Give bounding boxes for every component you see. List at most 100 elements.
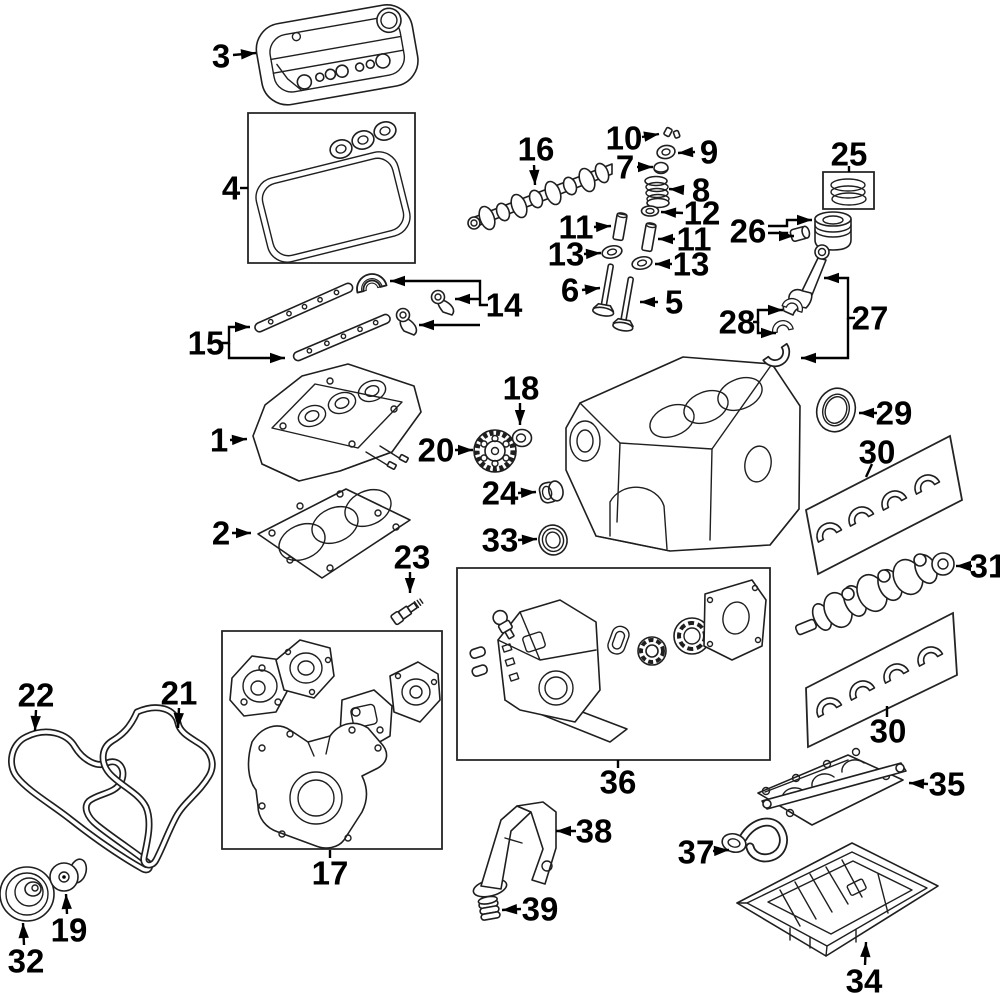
part-valve-keepers	[663, 126, 681, 139]
callout-arrowhead	[236, 527, 251, 539]
callout-arrowhead	[640, 296, 655, 308]
callout-14: 14	[390, 275, 523, 331]
part-valve-stem-seal-intake	[601, 244, 623, 260]
part-crank-pulley	[0, 866, 55, 922]
callout-number: 7	[616, 149, 634, 186]
callout-number: 2	[212, 515, 230, 552]
callout-arrowhead	[779, 230, 794, 242]
part-timing-belt-left	[8, 728, 153, 874]
part-piston-pin	[789, 225, 811, 242]
callout-leader-line	[227, 343, 285, 360]
callout-21: 21	[161, 675, 198, 729]
callout-arrowhead	[643, 131, 659, 142]
callout-number: 30	[859, 434, 896, 471]
callout-arrowhead	[235, 321, 250, 333]
callout-arrowhead	[956, 560, 971, 572]
callout-number: 25	[831, 136, 868, 173]
group-box-timing-covers	[221, 630, 443, 850]
part-crankshaft	[794, 552, 955, 636]
callout-number: 13	[548, 236, 585, 273]
group-box-oil-pump	[456, 567, 771, 761]
callout-arrowhead	[390, 275, 405, 287]
callout-arrowhead	[713, 845, 729, 857]
callout-arrowhead	[678, 146, 694, 158]
part-timing-covers	[229, 639, 441, 849]
callout-arrowhead	[520, 487, 536, 499]
part-gear-washer	[511, 428, 533, 448]
callout-arrowhead	[30, 715, 41, 731]
callout-number: 37	[678, 834, 715, 871]
callout-number: 16	[518, 131, 555, 168]
callout-number: 14	[486, 287, 523, 324]
callout-arrowhead	[502, 904, 518, 915]
callout-18: 18	[503, 370, 539, 425]
group-box-valve-cover-gasket	[247, 112, 416, 264]
callout-35: 35	[908, 766, 966, 803]
part-sensor	[390, 598, 424, 626]
callout-number: 22	[18, 677, 55, 714]
callout-number: 8	[692, 172, 710, 209]
callout-39: 39	[501, 891, 559, 928]
part-main-bearings-upper	[811, 469, 941, 543]
part-mount-bracket	[472, 801, 557, 898]
callout-arrowhead	[595, 221, 611, 233]
part-valve-cover-gasket-kit	[255, 121, 411, 263]
callout-29: 29	[859, 395, 912, 432]
callout-33: 33	[482, 522, 538, 559]
callout-leader-line	[801, 318, 850, 360]
callout-number: 19	[51, 912, 88, 949]
part-valve-guide-intake	[612, 212, 628, 242]
callout-arrowhead	[173, 712, 184, 728]
callout-number: 17	[312, 855, 349, 892]
part-piston-rings	[830, 178, 867, 206]
group-box-bearings-lower	[805, 611, 958, 749]
callout-number: 35	[929, 766, 966, 803]
callout-arrowhead	[455, 293, 470, 305]
callout-arrowhead	[638, 161, 653, 173]
callout-34: 34	[846, 941, 883, 993]
callout-30: 30	[870, 706, 907, 750]
part-mount-bushing	[477, 895, 501, 921]
callout-number: 4	[222, 170, 241, 207]
callout-38: 38	[556, 813, 612, 850]
callout-8: 8	[668, 172, 710, 209]
callout-number: 3	[212, 38, 230, 75]
part-valve-spring	[644, 175, 670, 209]
part-engine-block	[565, 356, 801, 552]
callout-31: 31	[956, 548, 1000, 585]
callout-number: 39	[522, 891, 559, 928]
callout-number: 38	[576, 813, 613, 850]
part-piston	[814, 211, 852, 251]
callout-number: 5	[665, 284, 683, 321]
part-rocker-shaft-1	[254, 282, 354, 333]
callout-number: 6	[561, 272, 579, 309]
callout-arrowhead	[859, 407, 874, 419]
callout-23: 23	[394, 539, 430, 593]
callout-24: 24	[482, 475, 537, 512]
part-spring-retainer	[656, 144, 676, 160]
callout-number: 21	[161, 675, 198, 712]
callout-10: 10	[606, 120, 660, 157]
callout-17: 17	[312, 850, 349, 892]
callout-number: 28	[719, 304, 756, 341]
callout-arrowhead	[18, 923, 29, 939]
callout-12: 12	[660, 195, 721, 232]
callout-arrowhead	[231, 434, 247, 446]
callout-32: 32	[8, 922, 44, 980]
callout-number: 31	[970, 548, 1000, 585]
callout-arrowhead	[61, 894, 72, 910]
callout-arrowhead	[514, 410, 526, 425]
callout-6: 6	[561, 272, 601, 309]
part-main-bearings-lower	[811, 641, 944, 718]
callout-arrowhead	[404, 578, 416, 593]
callout-number: 12	[684, 195, 721, 232]
callout-arrowhead	[658, 233, 673, 245]
callout-number: 27	[852, 300, 889, 337]
callout-arrowhead	[240, 49, 256, 60]
part-valve-stem-seal-exhaust	[631, 255, 653, 271]
part-oil-pickup-tube	[721, 817, 788, 863]
callout-number: 30	[870, 713, 907, 750]
callout-7: 7	[616, 149, 653, 186]
callout-19: 19	[51, 893, 88, 949]
